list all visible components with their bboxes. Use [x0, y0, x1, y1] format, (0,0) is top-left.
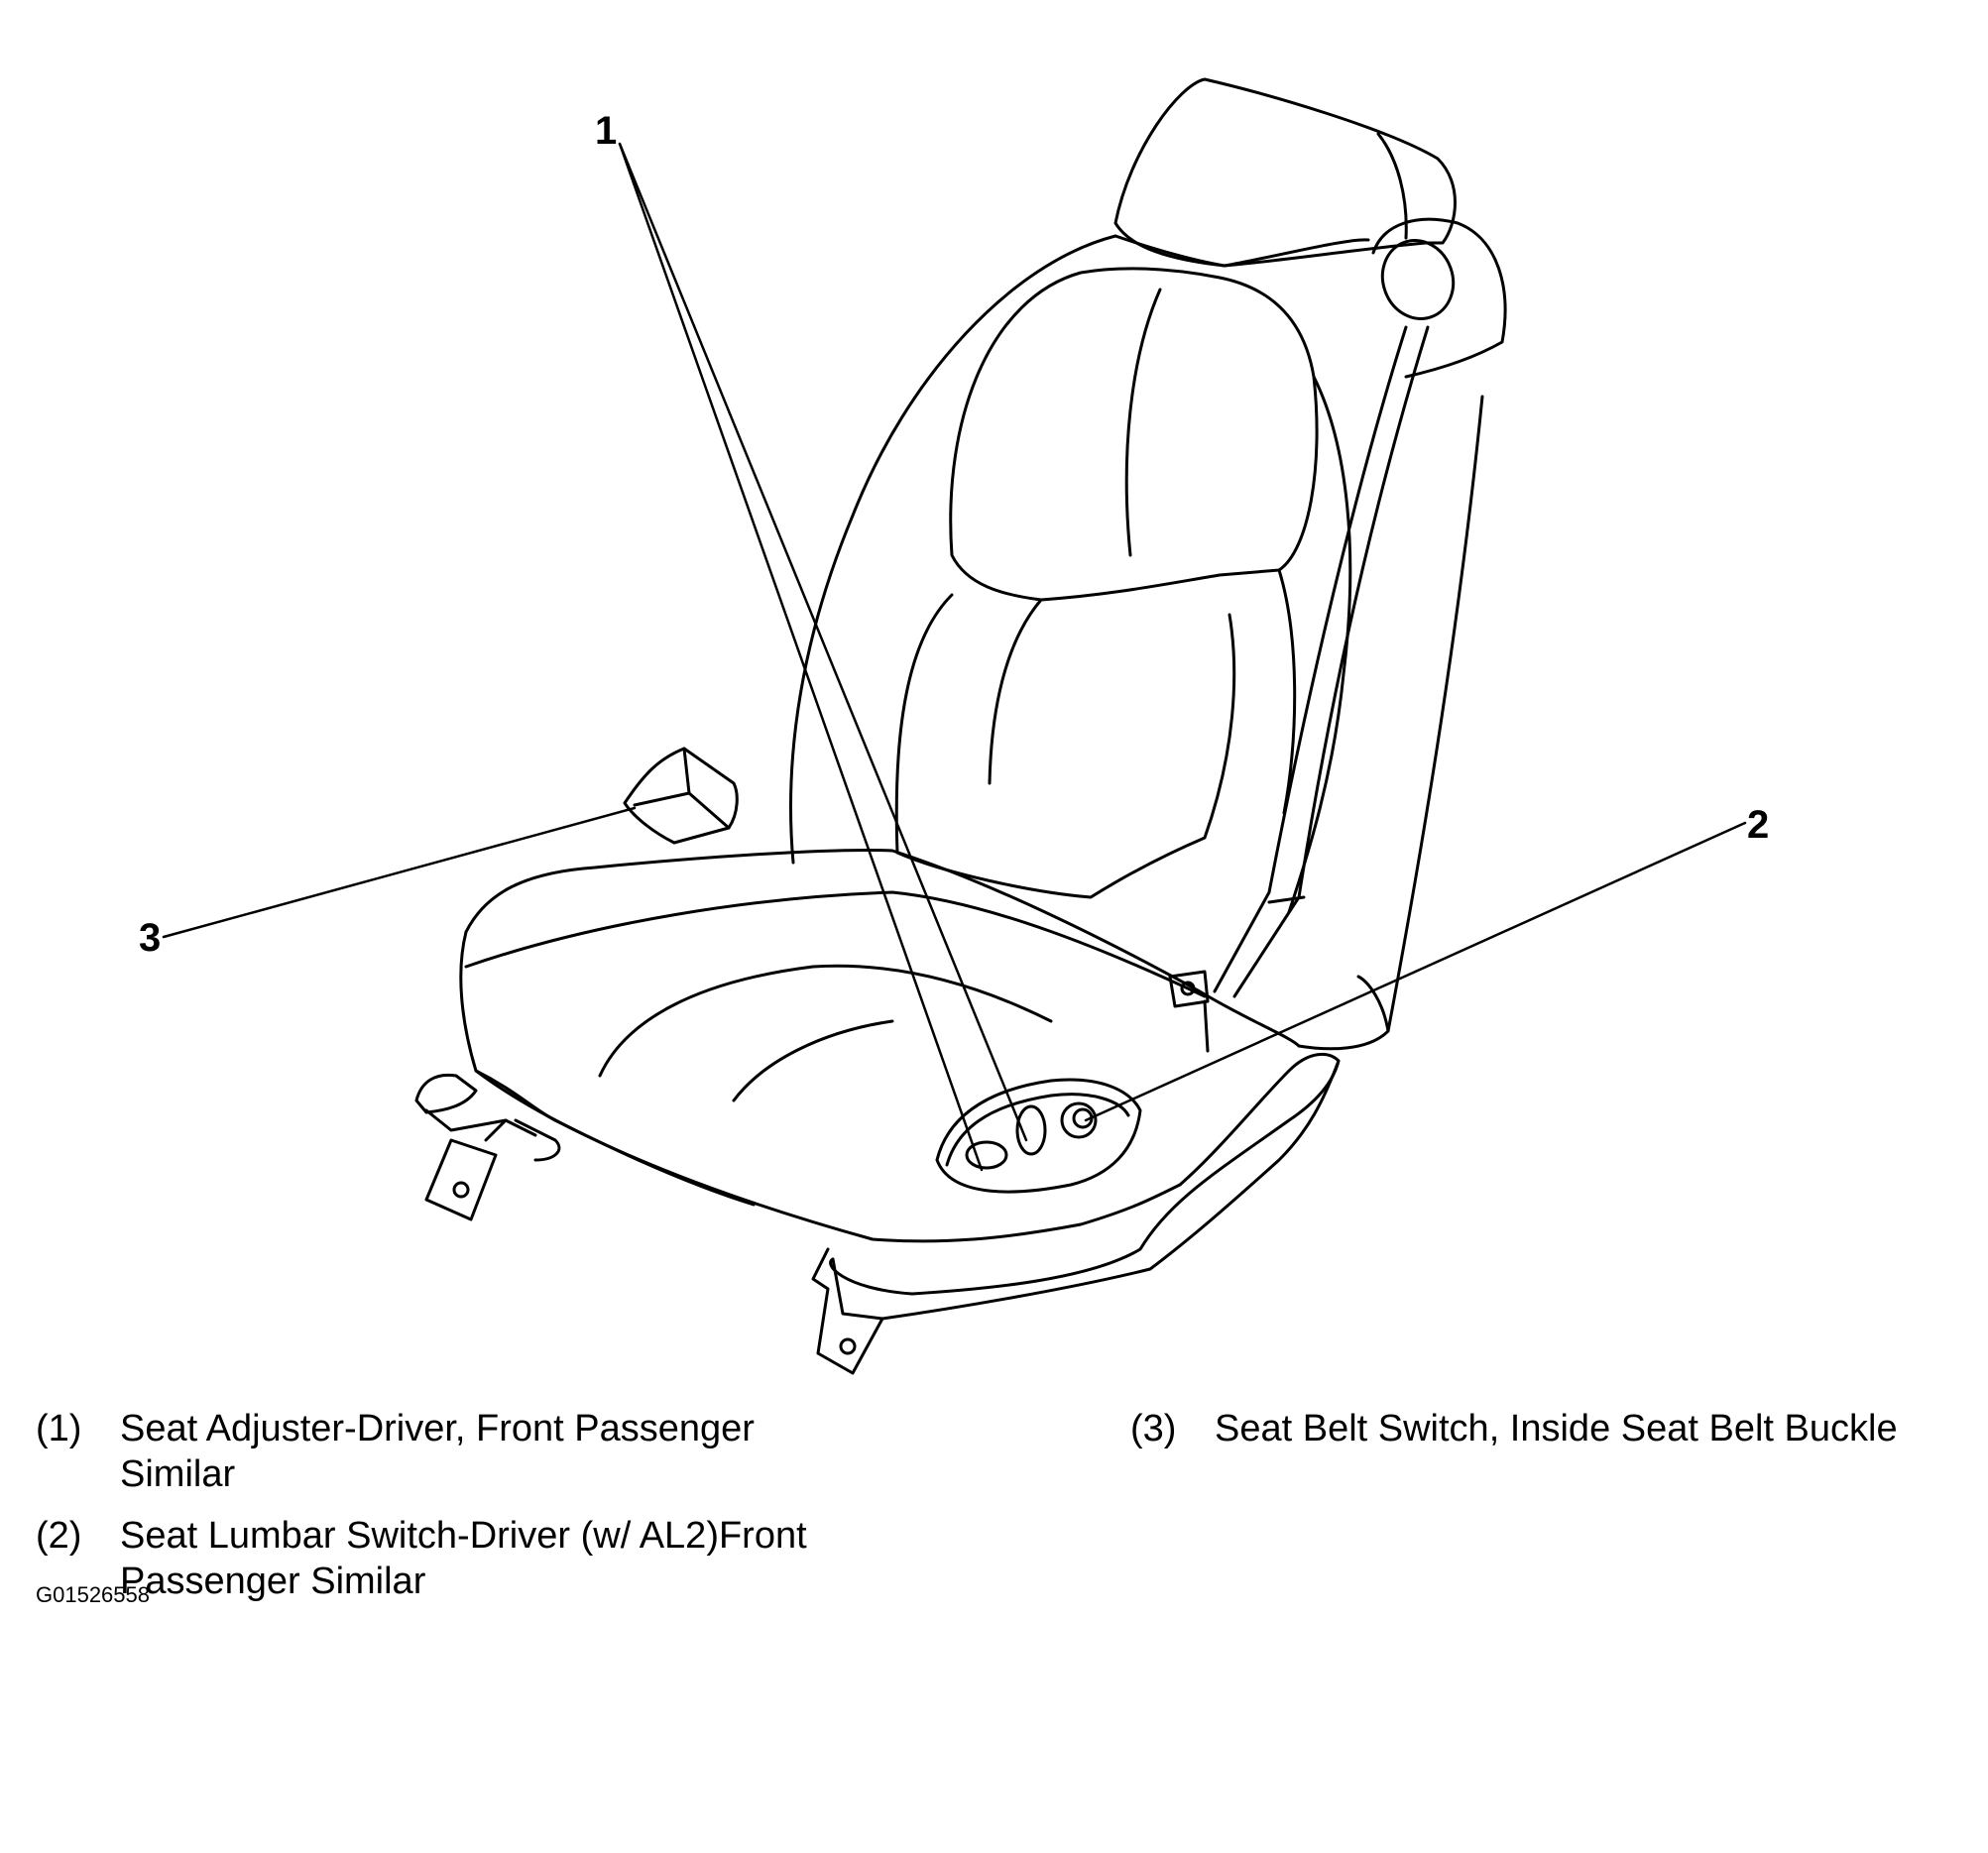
legend-text: Similar	[120, 1453, 236, 1495]
callout-3: 3	[139, 916, 162, 960]
seat-track-feet	[414, 1073, 884, 1375]
headrest	[1113, 77, 1457, 268]
leader-1b	[618, 142, 1028, 1142]
callout-2: 2	[1747, 803, 1770, 847]
legend-text: Seat Belt Switch, Inside Seat Belt Buckl…	[1215, 1408, 1898, 1449]
legend-text: Passenger Similar	[120, 1561, 426, 1602]
seat-belt-buckle	[623, 747, 739, 845]
legend-item-1: (1) Seat Adjuster-Driver, Front Passenge…	[36, 1406, 928, 1497]
callout-1: 1	[595, 109, 618, 153]
legend-number: (3)	[1130, 1408, 1177, 1449]
seat-cushion	[459, 848, 1301, 1243]
figure-id: G01526558	[36, 1582, 150, 1607]
leader-1a	[618, 142, 984, 1172]
legend-text: Seat Lumbar Switch-Driver (w/ AL2)Front	[120, 1515, 807, 1557]
seat-back	[789, 234, 1484, 1051]
leader-3	[162, 806, 637, 939]
legend-item-2: (2) Seat Lumbar Switch-Driver (w/ AL2)Fr…	[36, 1513, 928, 1604]
legend-text: Seat Adjuster-Driver, Front Passenger	[120, 1408, 755, 1449]
leader-lines	[162, 142, 1747, 1172]
legend-item-3: (3) Seat Belt Switch, Inside Seat Belt B…	[1130, 1406, 1983, 1451]
seat-belt	[1168, 217, 1507, 1053]
leader-2	[1084, 821, 1747, 1122]
legend-number: (1)	[36, 1408, 82, 1449]
legend-number: (2)	[36, 1515, 82, 1557]
side-trim	[829, 1052, 1341, 1321]
